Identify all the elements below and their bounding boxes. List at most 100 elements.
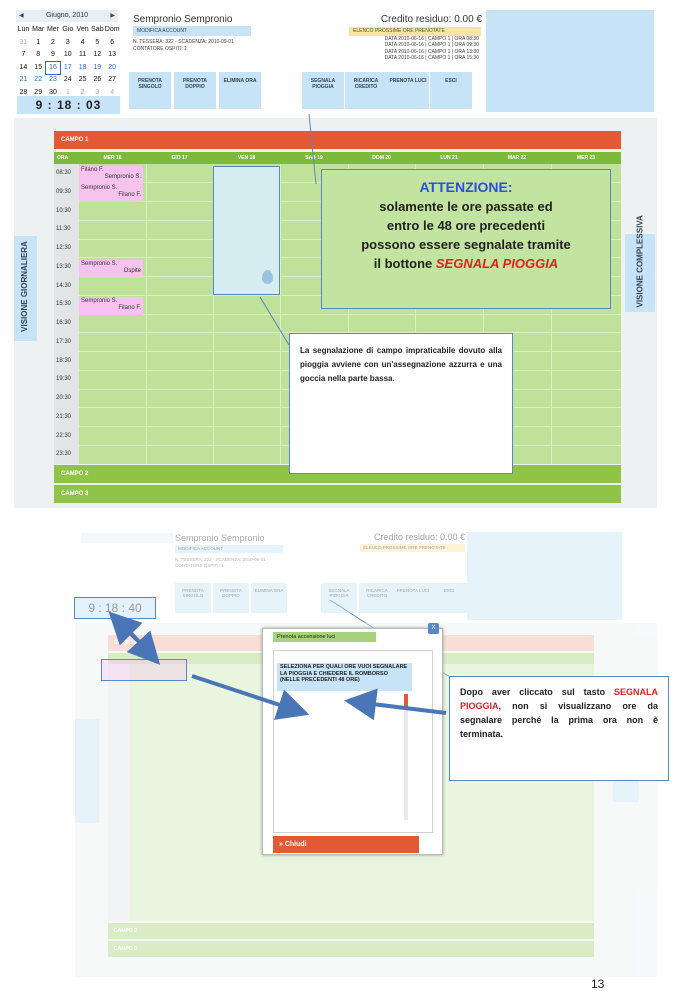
calendar-day[interactable]: 11 xyxy=(78,51,87,58)
calendar-day[interactable]: 23 xyxy=(49,76,57,83)
time-column xyxy=(108,664,130,921)
esci-button[interactable]: ESCI xyxy=(430,72,472,109)
hour-label: 17:30 xyxy=(56,339,72,345)
calendar-day[interactable]: 8 xyxy=(36,51,41,58)
ricarica-credito-button[interactable]: RICARICA CREDITO xyxy=(345,72,387,109)
calendar-day-today[interactable]: 16 xyxy=(44,60,62,75)
calendar-day[interactable]: 7 xyxy=(21,51,26,58)
attention-callout: ATTENZIONE: solamente le ore passate ed … xyxy=(321,169,611,309)
note-text: , non si visualizzano ore da segnalare p… xyxy=(460,701,658,739)
calendar-day[interactable]: 26 xyxy=(93,76,102,83)
campo-2-header[interactable]: CAMPO 2 xyxy=(108,923,594,939)
calendar-day[interactable]: 25 xyxy=(78,76,87,83)
elimina-ora-button[interactable]: ELIMINA ORA xyxy=(219,72,261,109)
calendar-week: 28 29 30 1 2 3 4 xyxy=(16,87,120,100)
prenota-singolo-button[interactable]: PRENOTA SINGOLO xyxy=(129,72,171,109)
popup-title: Prenota accensione luci xyxy=(273,632,376,642)
calendar-day[interactable]: 17 xyxy=(63,63,72,71)
calendar-day[interactable]: 18 xyxy=(78,63,87,71)
calendar-day[interactable]: 9 xyxy=(51,51,55,58)
calendar-day[interactable]: 3 xyxy=(65,38,70,46)
arrow xyxy=(191,674,310,720)
popup-content xyxy=(273,650,433,833)
calendar-day[interactable]: 3 xyxy=(95,88,100,96)
close-icon[interactable]: X xyxy=(428,623,439,634)
popup-message: SELEZIONA PER QUALI ORE VUOI SEGNALARE L… xyxy=(277,663,412,691)
modify-account-button[interactable]: MODIFICA ACCOUNT xyxy=(175,545,283,553)
popup-scrollbar-thumb[interactable] xyxy=(404,694,408,708)
calendar-day[interactable]: 30 xyxy=(49,88,57,96)
hour-label: 16:30 xyxy=(56,320,72,326)
chevron-left-icon[interactable]: ◀ xyxy=(19,13,24,19)
calendar-day[interactable]: 12 xyxy=(93,51,102,58)
attention-title: ATTENZIONE: xyxy=(419,179,513,195)
attention-line: il bottone SEGNALA PIOGGIA xyxy=(322,254,610,273)
esci-button[interactable]: ESCI xyxy=(431,583,467,613)
calendar-day[interactable]: 20 xyxy=(108,63,117,71)
note-text: Dopo aver cliccato sul tasto xyxy=(460,687,614,697)
segnala-pioggia-note: Dopo aver cliccato sul tasto SEGNALA PIO… xyxy=(449,676,669,781)
calendar-day[interactable]: 31 xyxy=(19,38,28,46)
prenota-singolo-button[interactable]: PRENOTA SINGOLO xyxy=(175,583,211,613)
calendar-day[interactable]: 15 xyxy=(34,63,43,71)
elimina-ora-button[interactable]: ELIMINA ORA xyxy=(251,583,287,613)
segnala-pioggia-button[interactable]: SEGNALA PIOGGIA xyxy=(321,583,357,613)
daily-view-tab[interactable]: VISIONE GIORNALIERA xyxy=(14,236,37,341)
booking-cell[interactable]: Filano F. Sempronio S. xyxy=(79,166,143,184)
ricarica-credito-button[interactable]: RICARICA CREDITO xyxy=(359,583,395,613)
clock: 9 : 18 : 03 xyxy=(17,96,120,114)
tessera-info: N. TESSERA: 322 - SCADENZA: 2010-09-01 xyxy=(175,557,266,562)
calendar-day[interactable]: 10 xyxy=(63,51,72,58)
daily-view-tab[interactable] xyxy=(75,719,99,823)
booking-cell[interactable]: Sempronio S. Filano F. xyxy=(79,184,143,202)
next-booking-item: DATA 2010-06-16 | CAMPO 1 | ORA 13:30 xyxy=(384,48,479,55)
booking-cell[interactable]: Sempronio S. Filano F. xyxy=(79,297,143,315)
prenota-doppio-button[interactable]: PRENOTA DOPPIO xyxy=(213,583,249,613)
prenota-doppio-button[interactable]: PRENOTA DOPPIO xyxy=(174,72,216,109)
calendar-day[interactable]: 1 xyxy=(36,38,41,46)
booking-player: Sempronio S. xyxy=(81,185,118,191)
calendar-day[interactable]: 6 xyxy=(110,38,115,46)
prenota-luci-button[interactable]: PRENOTA LUCI xyxy=(395,583,431,613)
day-header-cell: MER 23 xyxy=(576,155,596,161)
prenota-luci-button[interactable]: PRENOTA LUCI xyxy=(387,72,429,109)
calendar-day[interactable]: 2 xyxy=(80,88,85,96)
calendar-day[interactable]: 5 xyxy=(95,38,100,46)
hour-label: 14:30 xyxy=(56,283,72,289)
calendar-day[interactable]: 22 xyxy=(34,76,43,83)
grid-divider xyxy=(79,314,621,315)
calendar-day[interactable]: 13 xyxy=(108,51,117,58)
next-booking-item: DATA 2010-06-16 | CAMPO 1 | ORA 08:30 xyxy=(384,36,479,42)
booking-player: Filano F. xyxy=(118,192,141,198)
info-panel xyxy=(467,532,622,620)
hour-label: 08:30 xyxy=(56,170,72,176)
calendar-day[interactable]: 24 xyxy=(63,76,72,83)
calendar-day[interactable]: 28 xyxy=(19,88,28,96)
calendar-day[interactable]: 4 xyxy=(110,88,115,96)
close-button[interactable]: » Chiudi xyxy=(273,836,419,853)
calendar-day[interactable]: 21 xyxy=(19,76,28,83)
chevron-right-icon[interactable]: ▶ xyxy=(110,13,115,19)
calendar-day[interactable]: 14 xyxy=(19,63,28,71)
campo-3-header[interactable]: CAMPO 3 xyxy=(108,941,594,957)
calendar-day[interactable]: 2 xyxy=(51,38,55,46)
popup-scrollbar-track[interactable] xyxy=(404,708,408,820)
arrow xyxy=(126,630,161,665)
overall-view-tab[interactable]: VISIONE COMPLESSIVA xyxy=(625,215,655,312)
calendar-day[interactable]: 27 xyxy=(108,76,117,83)
attention-text: il bottone xyxy=(373,256,436,271)
calendar-day[interactable]: 29 xyxy=(34,88,43,96)
campo-3-header[interactable]: CAMPO 3 xyxy=(54,485,621,503)
connector-line xyxy=(308,113,317,185)
booking-cell[interactable]: Sempronio S. Ospite xyxy=(79,260,143,278)
calendar-day[interactable]: 19 xyxy=(93,63,102,71)
segnala-pioggia-button[interactable]: SEGNALA PIOGGIA xyxy=(302,72,344,109)
calendar-day[interactable]: 1 xyxy=(65,88,70,96)
weekday: Mar xyxy=(32,26,45,33)
weekday: Dom xyxy=(104,26,120,33)
modify-account-button[interactable]: MODIFICA ACCOUNT xyxy=(133,26,251,36)
calendar-day[interactable]: 4 xyxy=(80,38,85,46)
note-highlight: SEGNALA PIOGGIA xyxy=(460,687,658,711)
campo-1-header[interactable]: CAMPO 1 xyxy=(54,131,621,149)
hour-label: 11:30 xyxy=(56,226,71,232)
